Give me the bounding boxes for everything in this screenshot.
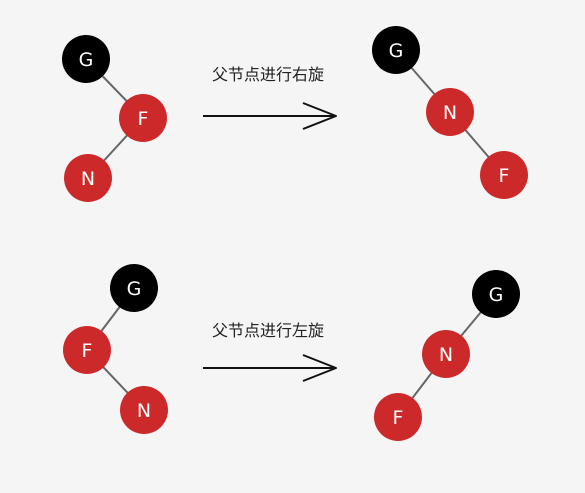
node-label: N [439, 344, 453, 366]
node-label: G [79, 49, 94, 71]
caption-left-rotation: 父节点进行左旋 [212, 321, 324, 340]
node-f: F [119, 94, 167, 142]
node-label: F [82, 340, 93, 362]
node-label: N [443, 102, 457, 124]
node-f: F [374, 393, 422, 441]
node-g: G [472, 270, 520, 318]
node-label: G [489, 284, 504, 306]
row-left-rotation: G F N 父节点进行左旋 G [63, 264, 520, 441]
tree-before-right-rotation: G F N [62, 35, 167, 202]
tree-before-left-rotation: G F N [63, 264, 168, 434]
node-n: N [64, 154, 112, 202]
arrow-right-icon [203, 354, 337, 382]
node-label: F [393, 407, 404, 429]
node-g: G [62, 35, 110, 83]
node-g: G [372, 26, 420, 74]
node-label: G [389, 40, 404, 62]
node-label: F [138, 108, 149, 130]
node-label: N [81, 168, 95, 190]
node-label: F [499, 165, 510, 187]
node-n: N [120, 386, 168, 434]
tree-after-left-rotation: G N F [374, 270, 520, 441]
node-f: F [480, 151, 528, 199]
node-f: F [63, 326, 111, 374]
node-n: N [426, 88, 474, 136]
node-n: N [422, 330, 470, 378]
node-label: G [127, 278, 142, 300]
node-g: G [110, 264, 158, 312]
tree-after-right-rotation: G N F [372, 26, 528, 199]
arrow-right-icon [203, 102, 337, 130]
row-right-rotation: G F N 父节点进行右旋 G [62, 26, 528, 202]
node-label: N [137, 400, 151, 422]
caption-right-rotation: 父节点进行右旋 [212, 65, 324, 84]
